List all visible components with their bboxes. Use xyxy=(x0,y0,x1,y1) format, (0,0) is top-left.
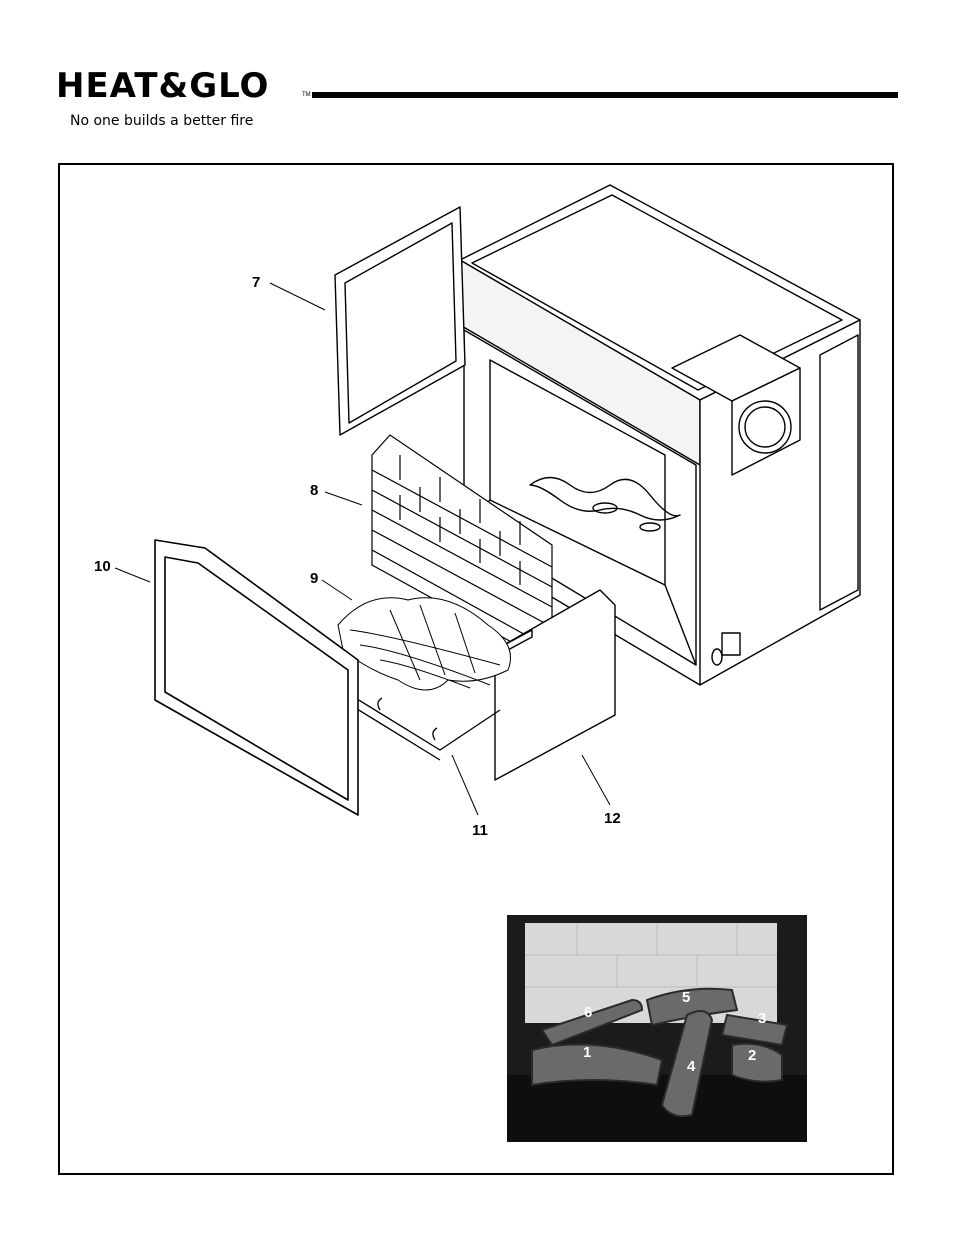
brand-wordmark: HEAT&GLO xyxy=(56,66,270,106)
tagline: No one builds a better fire xyxy=(70,113,254,129)
log-1 xyxy=(531,1043,664,1087)
callout-12: 12 xyxy=(604,810,621,827)
content-frame xyxy=(58,163,894,1175)
header-rule xyxy=(312,92,898,98)
burner-pan xyxy=(529,476,681,521)
log-label-5: 5 xyxy=(682,989,690,1006)
brand-logo: HEAT&GLO xyxy=(56,66,316,106)
callout-7: 7 xyxy=(252,274,260,291)
log-photo-illustration: 1 2 3 4 5 6 xyxy=(507,915,807,1142)
log-label-3: 3 xyxy=(758,1010,766,1027)
log-label-6: 6 xyxy=(584,1004,592,1021)
cabinet-top-inner xyxy=(471,194,843,391)
log-4 xyxy=(660,1010,714,1118)
log-label-1: 1 xyxy=(583,1044,591,1061)
callout-11: 11 xyxy=(472,822,488,839)
log-5 xyxy=(645,987,739,1027)
callout-10: 10 xyxy=(94,558,111,575)
callout-8: 8 xyxy=(310,482,318,499)
log-arrangement-photo: 1 2 3 4 5 6 xyxy=(507,915,807,1142)
vent-collar xyxy=(738,400,792,454)
log-2 xyxy=(731,1042,783,1083)
part-9-ember-material xyxy=(337,597,511,691)
log-label-2: 2 xyxy=(748,1047,756,1064)
control-box xyxy=(721,632,741,656)
log-3 xyxy=(720,1013,789,1047)
log-label-4: 4 xyxy=(687,1058,696,1075)
exploded-diagram: 7 8 9 10 11 12 xyxy=(94,184,861,839)
cabinet-right-panel xyxy=(819,334,859,611)
trademark-mark: TM xyxy=(302,92,311,98)
log-6 xyxy=(540,998,644,1047)
callout-9: 9 xyxy=(310,570,318,587)
burner-port xyxy=(592,502,618,514)
